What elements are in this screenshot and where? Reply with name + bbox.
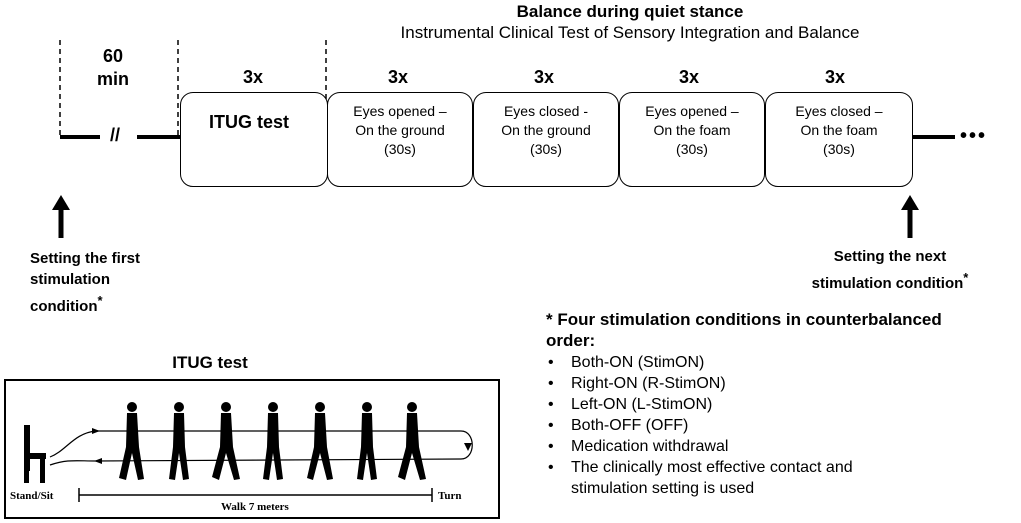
condition-item: Right-ON (R-StimON) <box>546 373 1016 394</box>
conditions-panel: * Four stimulation conditions in counter… <box>546 309 1016 499</box>
itug-walk-drawing <box>24 402 473 502</box>
chair-icon <box>24 425 46 483</box>
continuation-ellipsis: ••• <box>960 125 988 147</box>
walk-distance-label: Walk 7 meters <box>221 501 289 513</box>
condition-item: Medication withdrawal <box>546 436 1016 457</box>
condition-item: Both-OFF (OFF) <box>546 415 1016 436</box>
walking-figure-icon <box>263 402 283 480</box>
walking-figure-icon <box>307 402 333 480</box>
itug-illustration-frame: Stand/Sit Walk 7 meters Turn <box>4 379 500 519</box>
walking-figure-icon <box>212 402 240 480</box>
timeline-lines <box>52 40 955 238</box>
condition-item: The clinically most effective contact an… <box>546 457 1016 499</box>
wait-duration: 60 min <box>96 46 129 89</box>
first-arrow-head <box>52 195 70 210</box>
first-stimulation-note: Setting the first stimulation condition* <box>30 248 230 317</box>
diagram-title: Balance during quiet stance <box>516 2 744 21</box>
eyes-opened-ground-box: Eyes opened – On the ground (30s) <box>327 92 473 187</box>
walking-figure-icon <box>119 402 144 480</box>
diagram-subtitle: Instrumental Clinical Test of Sensory In… <box>400 23 860 42</box>
path-arrow-turn <box>464 443 472 451</box>
eyes-closed-foam-box: Eyes closed – On the foam (30s) <box>765 92 913 187</box>
condition-item: Left-ON (L-StimON) <box>546 394 1016 415</box>
next-stimulation-note: Setting the next stimulation condition* <box>770 246 1010 294</box>
walking-figure-icon <box>169 402 189 480</box>
eo-ground-repeat-count: 3x <box>387 67 409 87</box>
eyes-opened-foam-box: Eyes opened – On the foam (30s) <box>619 92 765 187</box>
path-arrow-out <box>92 428 100 434</box>
stand-sit-label: Stand/Sit <box>10 490 54 502</box>
next-stimulation-text: Setting the next stimulation condition <box>811 248 964 292</box>
walking-figure-icon <box>398 402 426 480</box>
walking-figure-icon <box>357 402 377 480</box>
path-arrow-back <box>94 458 102 464</box>
walking-figures <box>119 402 426 480</box>
first-stimulation-text: Setting the first stimulation condition <box>30 250 141 315</box>
ec-ground-repeat-count: 3x <box>533 67 555 87</box>
condition-item: Both-ON (StimON) <box>546 352 1016 373</box>
next-arrow-head <box>901 195 919 210</box>
itug-illustration-title: ITUG test <box>172 353 248 372</box>
eo-foam-repeat-count: 3x <box>678 67 700 87</box>
walk-path-loop <box>49 430 473 466</box>
next-asterisk: * <box>963 270 969 285</box>
ec-foam-repeat-count: 3x <box>824 67 846 87</box>
first-asterisk: * <box>97 293 103 308</box>
conditions-list: Both-ON (StimON) Right-ON (R-StimON) Lef… <box>546 352 1016 499</box>
itug-test-box: ITUG test <box>180 92 328 187</box>
turn-label: Turn <box>438 490 462 502</box>
itug-repeat-count: 3x <box>242 67 264 87</box>
time-break-mark: // <box>110 125 121 145</box>
conditions-title: * Four stimulation conditions in counter… <box>546 310 942 350</box>
eyes-closed-ground-box: Eyes closed - On the ground (30s) <box>473 92 619 187</box>
itug-test-label: ITUG test <box>209 112 290 132</box>
